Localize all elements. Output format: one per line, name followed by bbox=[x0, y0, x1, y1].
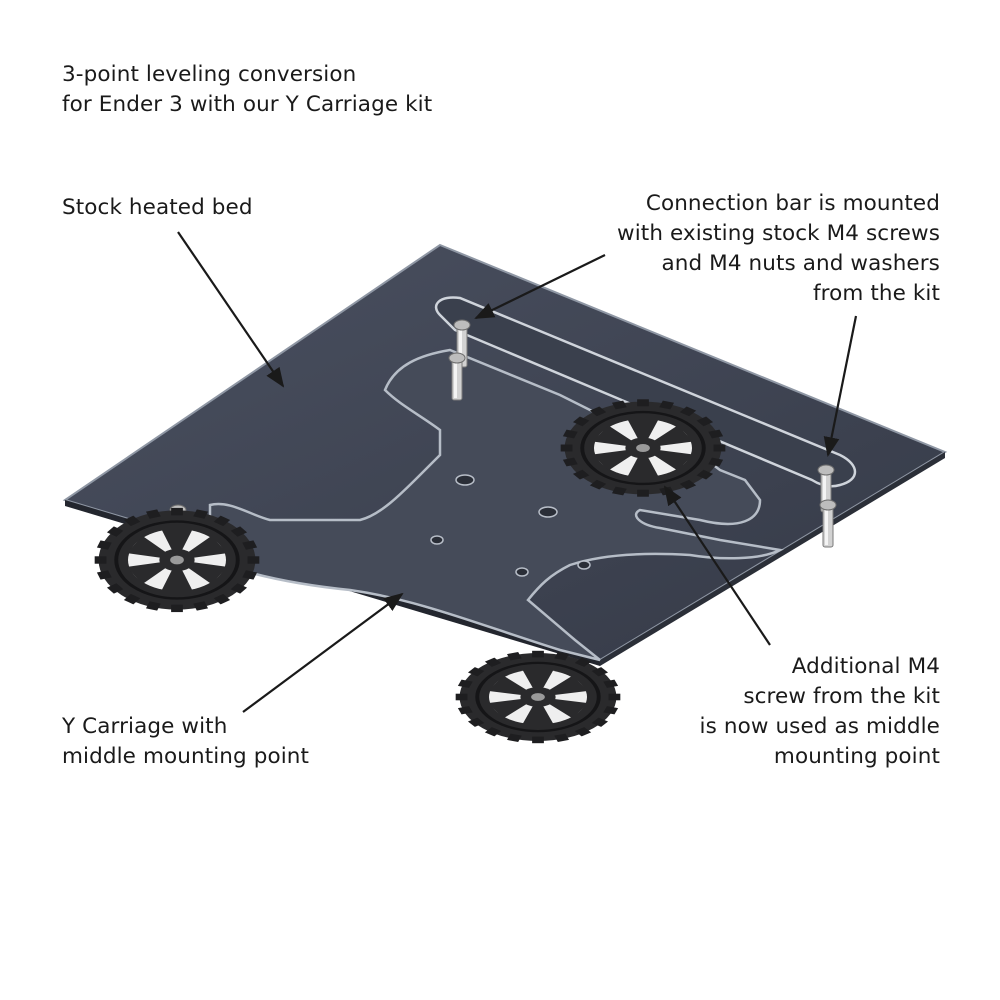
heated-bed-side bbox=[600, 452, 945, 666]
callout-stock-heated-bed: Stock heated bed bbox=[62, 193, 253, 223]
callout-line: from the kit bbox=[812, 281, 940, 306]
mount-hole bbox=[577, 560, 591, 570]
title-line: for Ender 3 with our Y Carriage kit bbox=[62, 92, 433, 117]
callout-line: with existing stock M4 screws bbox=[617, 221, 940, 246]
mount-hole bbox=[538, 506, 558, 518]
y-carriage-plate bbox=[208, 348, 785, 662]
diagram-title: 3-point leveling conversion for Ender 3 … bbox=[62, 60, 432, 120]
callout-line: Stock heated bed bbox=[62, 195, 253, 220]
callout-line: Connection bar is mounted bbox=[645, 191, 940, 216]
callout-line: is now used as middle bbox=[699, 714, 940, 739]
callout-line: middle mounting point bbox=[62, 744, 310, 769]
connection-bar bbox=[434, 296, 857, 488]
mount-hole bbox=[430, 535, 444, 545]
callout-y-carriage: Y Carriage with middle mounting point bbox=[62, 712, 309, 772]
callout-line: Additional M4 bbox=[791, 654, 940, 679]
callout-line: Y Carriage with bbox=[62, 714, 228, 739]
carriage-arrow bbox=[242, 592, 404, 713]
mount-hole bbox=[455, 474, 475, 486]
mount-hole bbox=[515, 567, 529, 577]
title-line: 3-point leveling conversion bbox=[62, 62, 357, 87]
callout-line: mounting point bbox=[773, 744, 940, 769]
bed-arrow bbox=[177, 231, 285, 388]
connection-arrow-left bbox=[474, 254, 606, 319]
callout-line: and M4 nuts and washers bbox=[661, 251, 940, 276]
screw-arrow bbox=[663, 485, 771, 646]
callout-connection-bar: Connection bar is mounted with existing … bbox=[617, 189, 940, 309]
callout-additional-screw: Additional M4 screw from the kit is now … bbox=[700, 652, 940, 772]
connection-arrow-right bbox=[823, 315, 858, 457]
callout-line: screw from the kit bbox=[743, 684, 940, 709]
